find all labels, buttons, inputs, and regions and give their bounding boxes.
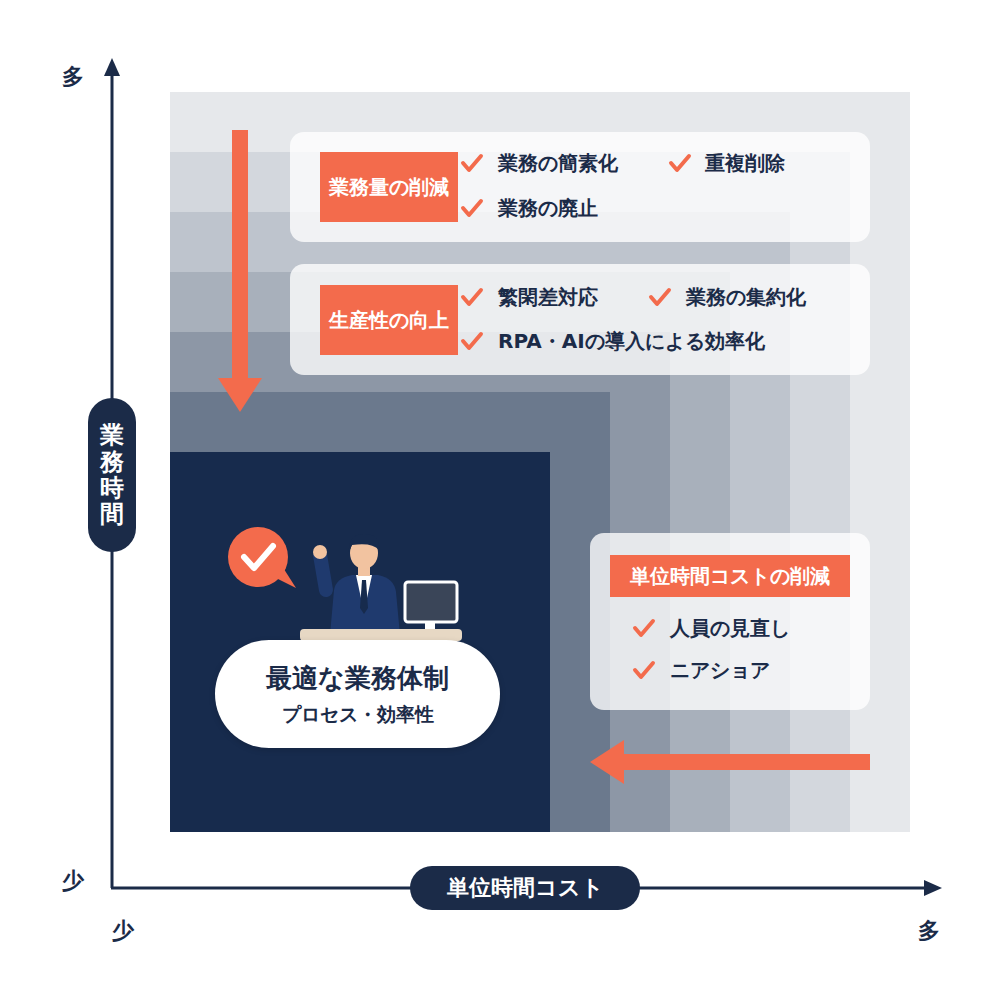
measure-tag: 生産性の向上	[320, 285, 458, 355]
check-mark	[668, 151, 692, 175]
zone-1	[170, 92, 910, 832]
axis-end-label: 多	[918, 916, 940, 946]
left-arrow-shaft	[622, 754, 870, 770]
measure-item: RPA・AIの導入による効率化	[498, 328, 765, 355]
check-mark	[632, 616, 656, 640]
measure-item: 重複削除	[705, 150, 785, 177]
optimal-zone	[170, 452, 550, 832]
measure-tag: 業務量の削減	[320, 152, 458, 222]
check-mark	[460, 329, 484, 353]
zone-2	[170, 152, 850, 832]
axis-end-label: 少	[112, 916, 134, 946]
label-text: 生産性の向上	[329, 306, 449, 334]
down-arrow-head	[218, 378, 262, 412]
check-mark	[460, 285, 484, 309]
label-text: 単位時間コストの削減	[630, 562, 830, 590]
measure-item: 繁閑差対応	[498, 284, 598, 311]
axis-end-label: 多	[62, 62, 84, 92]
label-text: 単位時間コスト	[447, 873, 604, 903]
measure-panel: 業務の簡素化 重複削除業務の廃止 業務量の削減	[290, 132, 870, 242]
label-text: 最適な業務体制	[266, 661, 449, 696]
axis-end-label: 少	[62, 866, 84, 896]
zone-6	[170, 392, 610, 832]
axis-label: 単位時間コスト	[410, 866, 640, 910]
measure-item: 業務の廃止	[498, 195, 598, 222]
measure-item: 業務の集約化	[686, 284, 806, 311]
measure-item: 業務の簡素化	[498, 150, 618, 177]
measure-item: 人員の見直し	[670, 615, 790, 642]
label-text: 業務量の削減	[329, 173, 449, 201]
result-label: 最適な業務体制プロセス・効率性	[215, 640, 500, 748]
check-mark	[460, 151, 484, 175]
measure-panel: 人員の見直しニアショア 単位時間コストの削減	[590, 533, 870, 710]
y-arrowhead	[104, 58, 120, 76]
check-mark	[648, 285, 672, 309]
x-arrowhead	[924, 880, 942, 896]
label-text: 業務時間	[100, 422, 124, 528]
measure-tag: 単位時間コストの削減	[610, 555, 850, 597]
left-arrow-head	[590, 740, 624, 784]
measure-item: ニアショア	[670, 657, 770, 684]
label-text: プロセス・効率性	[282, 702, 434, 728]
axis-label: 業務時間	[88, 398, 136, 552]
check-mark	[460, 196, 484, 220]
check-mark	[632, 658, 656, 682]
measure-panel: 繁閑差対応 業務の集約化 RPA・AIの導入による効率化 生産性の向上	[290, 264, 870, 375]
person-illustration	[228, 527, 462, 641]
down-arrow-shaft	[232, 130, 248, 380]
